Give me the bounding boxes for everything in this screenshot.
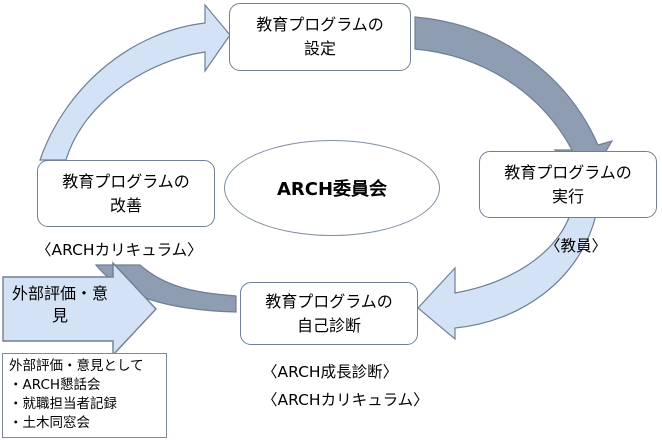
step-improvement-caption: 〈ARCHカリキュラム〉 [36,241,203,259]
step-self-diagnosis-box: 教育プログラムの 自己診断 [240,282,418,345]
step-self-diagnosis-caption-2: 〈ARCHカリキュラム〉 [262,391,429,409]
external-evaluation-list-item: ・就職担当者記録 [9,396,117,412]
step-execution-box: 教育プログラムの 実行 [479,151,657,218]
external-evaluation-callout-label: 外部評価・意見 [11,284,108,325]
step-execution-caption: 〈教員〉 [545,237,608,255]
external-evaluation-list: 外部評価・意見として ・ARCH懇話会 ・就職担当者記録 ・土木同窓会 [2,353,167,438]
step-execution-line1: 教育プログラムの [504,162,632,182]
step-improvement-box: 教育プログラムの 改善 [37,160,215,227]
step-improvement-line1: 教育プログラムの [62,171,190,191]
arrow-execution-to-self-diagnosis [417,214,597,341]
step-setting-line1: 教育プログラムの [256,15,384,34]
step-self-diagnosis-line2: 自己診断 [296,315,361,335]
external-evaluation-list-item: ・ARCH懇話会 [9,377,101,393]
external-evaluation-callout-arrow [2,261,157,357]
arrow-improvement-to-setting [39,3,231,161]
step-self-diagnosis-line1: 教育プログラムの [265,291,393,311]
step-setting-box: 教育プログラムの 設定 [229,3,411,71]
arch-committee-center: ARCH委員会 [224,140,440,236]
step-execution-line2: 実行 [551,186,584,206]
external-evaluation-list-title: 外部評価・意見として [9,358,144,374]
step-self-diagnosis-caption-1: 〈ARCH成長診断〉 [262,363,399,381]
step-setting-line2: 設定 [303,39,336,58]
step-improvement-line2: 改善 [109,195,142,215]
external-evaluation-list-item: ・土木同窓会 [9,415,90,431]
arch-committee-label: ARCH委員会 [276,179,388,200]
arrow-self-diagnosis-to-improvement [94,264,237,313]
